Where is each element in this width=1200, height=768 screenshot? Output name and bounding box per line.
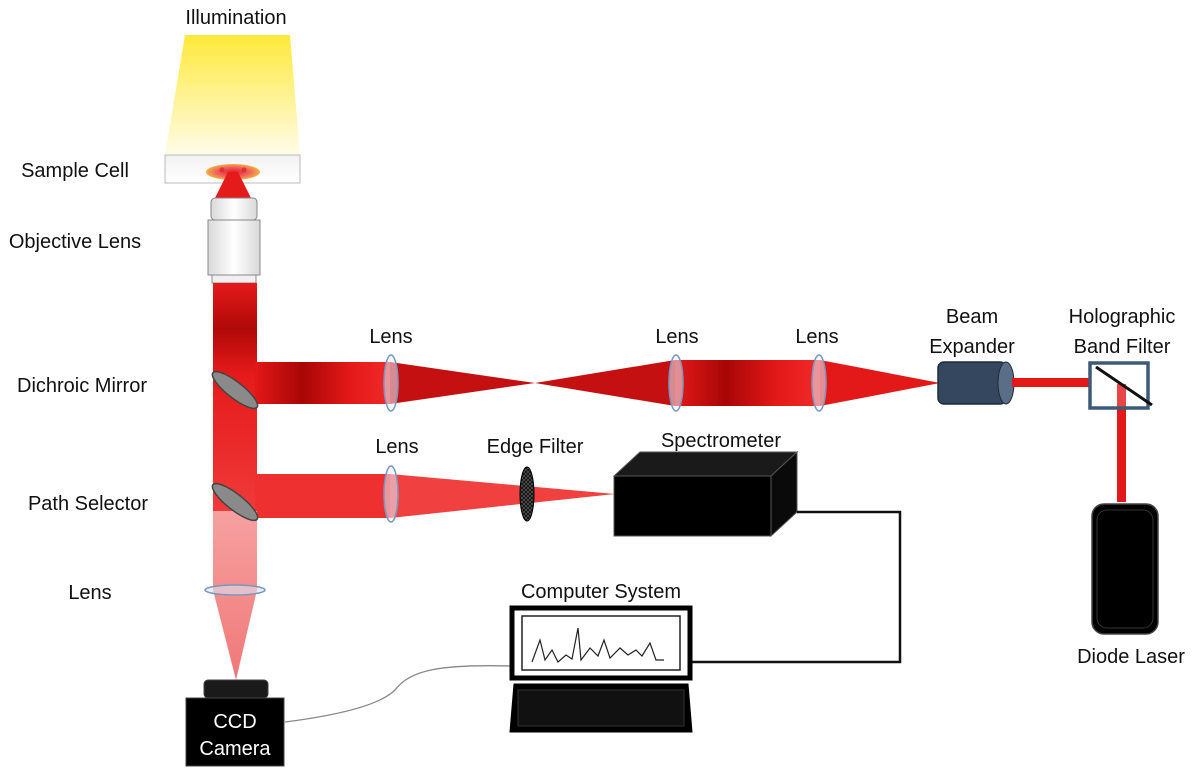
computer-screen-inner	[521, 615, 681, 671]
laser-from-diode	[1117, 384, 1126, 502]
label-illumination: Illumination	[185, 7, 286, 29]
spectrometer-top	[612, 451, 799, 477]
sample-focus-beam	[214, 172, 252, 200]
ccd-lens	[204, 584, 266, 596]
spectrometer-cable	[685, 510, 902, 664]
dichroic-mirror	[211, 370, 259, 410]
label-lens-mid: Lens	[375, 436, 418, 458]
mid-beam-segment-1	[255, 474, 390, 518]
label-holographic-1: Holographic	[1069, 306, 1176, 328]
path-selector-mirror	[211, 482, 259, 522]
diode-laser	[1091, 503, 1159, 635]
label-path-selector: Path Selector	[28, 493, 148, 515]
label-lens-top-2: Lens	[655, 326, 698, 348]
label-lens-left: Lens	[68, 582, 111, 604]
label-diode-laser: Diode Laser	[1077, 646, 1185, 668]
label-holographic-2: Band Filter	[1074, 336, 1171, 358]
ccd-camera-body	[185, 697, 285, 767]
computer-keyboard-panel	[517, 689, 685, 727]
computer-spectrum-plot	[531, 627, 664, 663]
top-beam-segment-1	[255, 362, 390, 404]
mid-beam-converge	[390, 474, 615, 518]
top-beam-segment-2	[675, 360, 820, 406]
label-ccd-1: CCD	[213, 711, 256, 733]
holographic-filter-line	[1095, 365, 1153, 407]
beam-expander	[937, 361, 1007, 405]
top-lens-3	[811, 354, 827, 412]
objective-lens-top	[210, 197, 258, 221]
label-sample-cell: Sample Cell	[21, 160, 129, 182]
spectrometer-front	[613, 475, 772, 537]
top-lens-2	[668, 354, 684, 412]
beam-expander-end	[997, 361, 1015, 405]
objective-lens-base	[211, 274, 257, 284]
label-lens-top-1: Lens	[369, 326, 412, 348]
label-dichroic-mirror: Dichroic Mirror	[17, 375, 147, 397]
diode-laser-highlight	[1096, 509, 1154, 629]
label-beam-expander-2: Expander	[929, 336, 1015, 358]
mid-lens	[383, 465, 399, 523]
ccd-camera-lens-mount	[203, 679, 269, 699]
laser-to-expander	[1012, 378, 1090, 387]
edge-filter	[519, 466, 535, 522]
objective-lens-body	[207, 219, 261, 276]
label-spectrometer: Spectrometer	[661, 430, 781, 452]
ccd-cable	[284, 665, 513, 723]
top-beam-segment-3	[820, 360, 940, 406]
top-beam-focus	[390, 360, 675, 406]
label-objective-lens: Objective Lens	[9, 231, 141, 253]
top-lens-1	[383, 354, 399, 412]
label-computer-system: Computer System	[521, 581, 681, 603]
label-lens-top-3: Lens	[795, 326, 838, 348]
label-beam-expander-1: Beam	[946, 306, 998, 328]
illumination-beam	[165, 35, 300, 155]
label-edge-filter: Edge Filter	[487, 436, 584, 458]
label-ccd-2: Camera	[199, 738, 271, 760]
